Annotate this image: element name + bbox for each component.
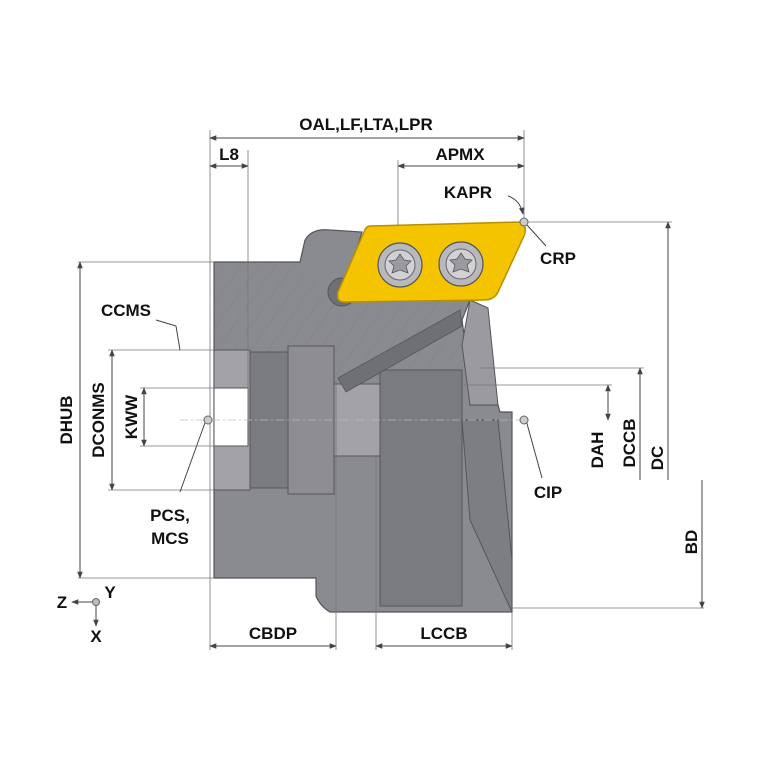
point-crp: [519, 217, 529, 227]
label-dccb: DCCB: [620, 418, 639, 467]
key-way-slot: [213, 387, 249, 447]
label-cip: CIP: [534, 483, 562, 502]
point-pcs: [203, 415, 213, 425]
point-origin: [92, 598, 100, 606]
point-cip: [519, 415, 529, 425]
leader-pcs: [179, 419, 207, 493]
label-cbdp: CBDP: [249, 624, 297, 643]
labels: OAL,LF,LTA,LPR L8 APMX KAPR CRP CCMS DHU…: [57, 115, 701, 646]
tool-body: [180, 229, 530, 613]
leader-crp: [526, 224, 547, 247]
insert: [336, 221, 527, 303]
leader-ccms: [155, 319, 177, 327]
insert-screw-2: [438, 241, 484, 287]
axis-z-label: Z: [57, 593, 67, 612]
label-bd: BD: [682, 530, 701, 555]
coolant-channel: [337, 309, 463, 393]
label-dconms: DCONMS: [89, 382, 108, 458]
axis-y-label: Y: [104, 583, 116, 602]
label-pcs: PCS,: [150, 506, 190, 525]
insert-screw-1: [377, 242, 423, 288]
axis-x-label: X: [90, 627, 102, 646]
label-mcs: MCS: [151, 529, 189, 548]
label-oal: OAL,LF,LTA,LPR: [299, 115, 432, 134]
label-apmx: APMX: [435, 145, 485, 164]
label-dah: DAH: [588, 432, 607, 469]
extension-lines: [78, 130, 704, 650]
leader-ccms-2: [175, 325, 181, 351]
label-lccb: LCCB: [420, 624, 467, 643]
label-kapr: KAPR: [444, 183, 492, 202]
dim-kapr: [507, 195, 525, 215]
leader-cip: [525, 419, 543, 479]
label-dhub: DHUB: [57, 395, 76, 444]
dimension-lines: [71, 135, 705, 649]
label-kww: KWW: [122, 394, 141, 439]
label-l8: L8: [219, 145, 239, 164]
body-front-shoulder: [461, 299, 499, 406]
insert-body: [336, 221, 527, 303]
reference-points: [92, 217, 529, 606]
label-crp: CRP: [540, 249, 576, 268]
counterbore: [379, 369, 463, 607]
label-ccms: CCMS: [101, 301, 151, 320]
label-dc: DC: [648, 446, 667, 471]
